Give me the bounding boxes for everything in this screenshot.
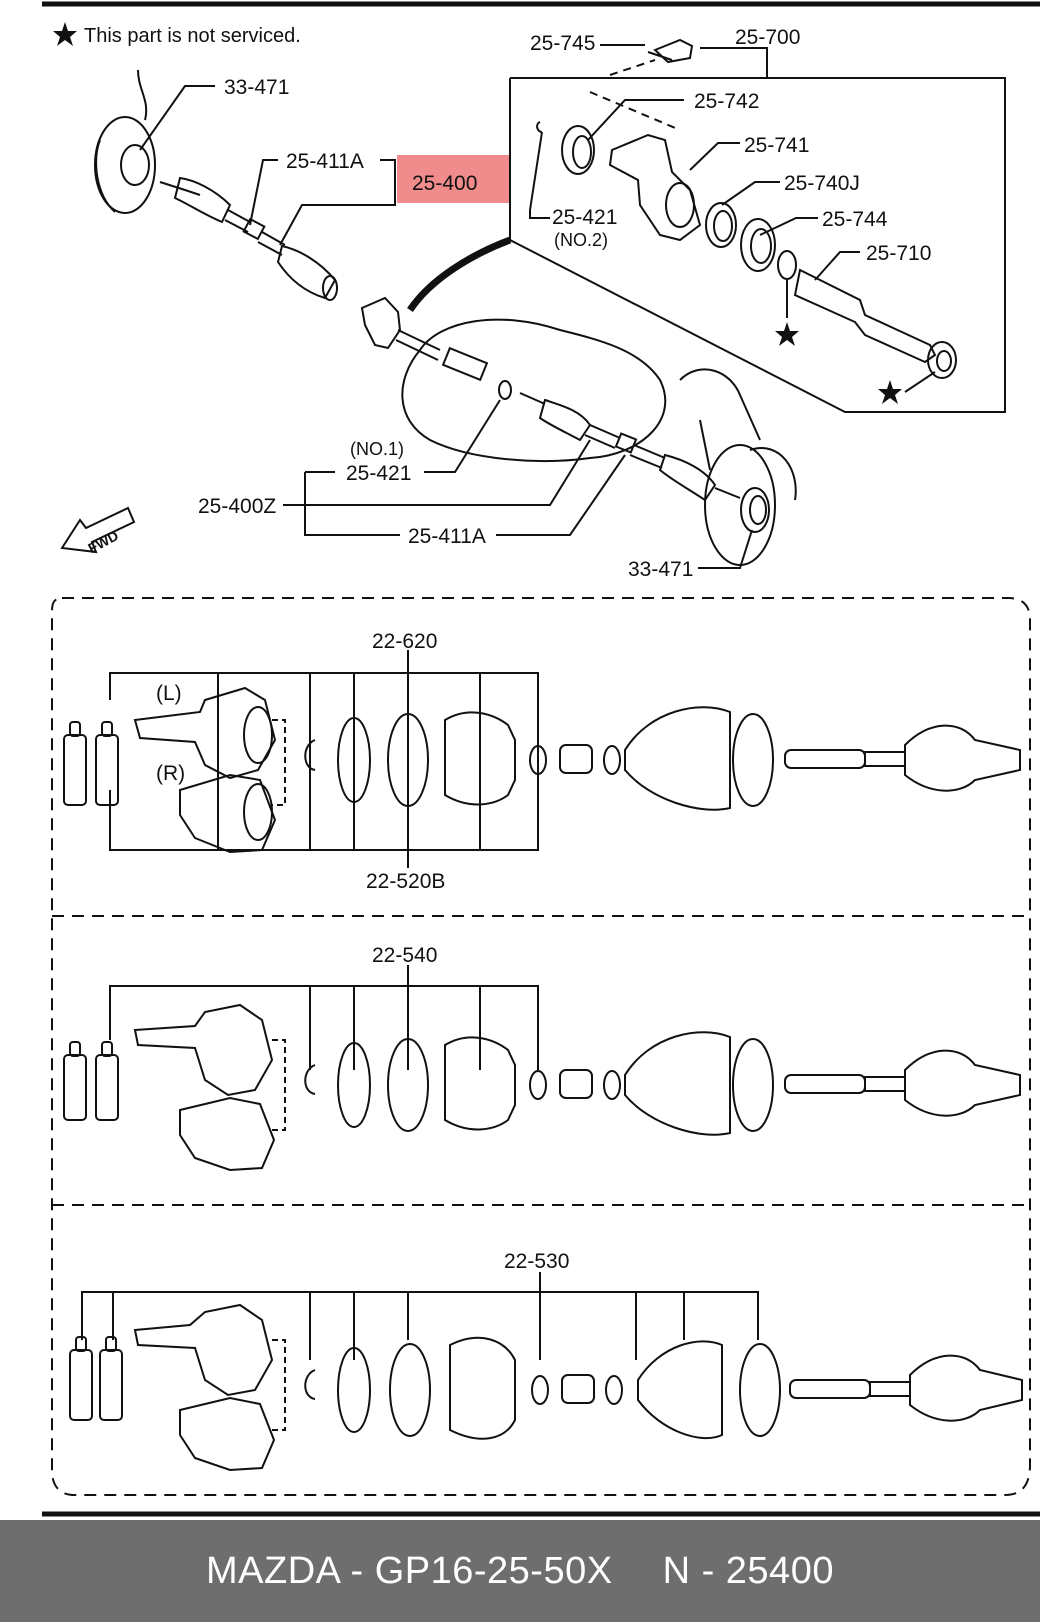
label-33-471-bottom: 33-471 — [628, 558, 693, 581]
label-25-411a-top: 25-411A — [286, 150, 364, 173]
label-25-400: 25-400 — [412, 172, 477, 195]
label-25-411a-bottom: 25-411A — [408, 525, 486, 548]
label-25-741: 25-741 — [744, 134, 809, 157]
star-icon — [53, 22, 77, 46]
highlight-25-400 — [397, 155, 511, 203]
label-22-520b: 22-520B — [366, 870, 445, 893]
left-drive-shaft — [159, 176, 338, 301]
label-no1: (NO.1) — [350, 439, 404, 459]
label-no2: (NO.2) — [554, 230, 608, 250]
label-R: (R) — [156, 762, 185, 785]
label-25-742: 25-742 — [694, 90, 759, 113]
label-25-400z: 25-400Z — [198, 495, 276, 518]
label-25-710: 25-710 — [866, 242, 931, 265]
leader-33-471-top — [139, 85, 215, 151]
label-22-620: 22-620 — [372, 630, 437, 653]
bearing-parts — [529, 99, 957, 393]
parts-diagram: This part is not serviced. 33-471 25-411… — [42, 1, 1040, 1517]
sub-assembly-box-25-700 — [509, 47, 1006, 413]
label-22-530: 22-530 — [504, 1250, 569, 1273]
panel3-components — [69, 1272, 1023, 1472]
variant-panels — [51, 597, 1031, 1496]
star-icon — [775, 322, 799, 346]
leader-25-411a-top — [249, 159, 278, 226]
label-22-540: 22-540 — [372, 944, 437, 967]
leader-25-400z — [283, 439, 591, 506]
bolt-25-745 — [589, 38, 694, 131]
leader-25-411a-bottom — [496, 454, 626, 536]
fwd-arrow-icon — [60, 506, 136, 554]
fwd-label: FWD — [85, 527, 121, 556]
label-25-740j: 25-740J — [784, 172, 860, 195]
footer-part-number: MAZDA - GP16-25-50X — [206, 1549, 613, 1592]
label-25-421-no2: 25-421 — [552, 206, 617, 229]
note-text: This part is not serviced. — [84, 25, 301, 47]
leader-25-421-no1 — [424, 399, 501, 473]
label-25-700: 25-700 — [735, 26, 800, 49]
footer-bar: MAZDA - GP16-25-50X N - 25400 — [0, 1520, 1040, 1622]
label-25-745: 25-745 — [530, 32, 595, 55]
leader-25-400 — [279, 159, 396, 246]
transaxle — [360, 296, 761, 471]
leader-33-471-bottom — [698, 529, 753, 569]
panel2-components — [63, 965, 1021, 1172]
label-L: (L) — [156, 682, 182, 705]
right-drive-shaft — [519, 392, 797, 566]
label-25-421-no1: 25-421 — [346, 462, 411, 485]
label-25-744: 25-744 — [822, 208, 888, 231]
pointer-arc — [407, 236, 512, 312]
hub-disk-left — [94, 69, 156, 214]
panel1-components — [63, 650, 1021, 868]
star-icon — [878, 380, 902, 404]
footer-reference: N - 25400 — [662, 1549, 834, 1592]
label-33-471-top: 33-471 — [224, 76, 289, 99]
